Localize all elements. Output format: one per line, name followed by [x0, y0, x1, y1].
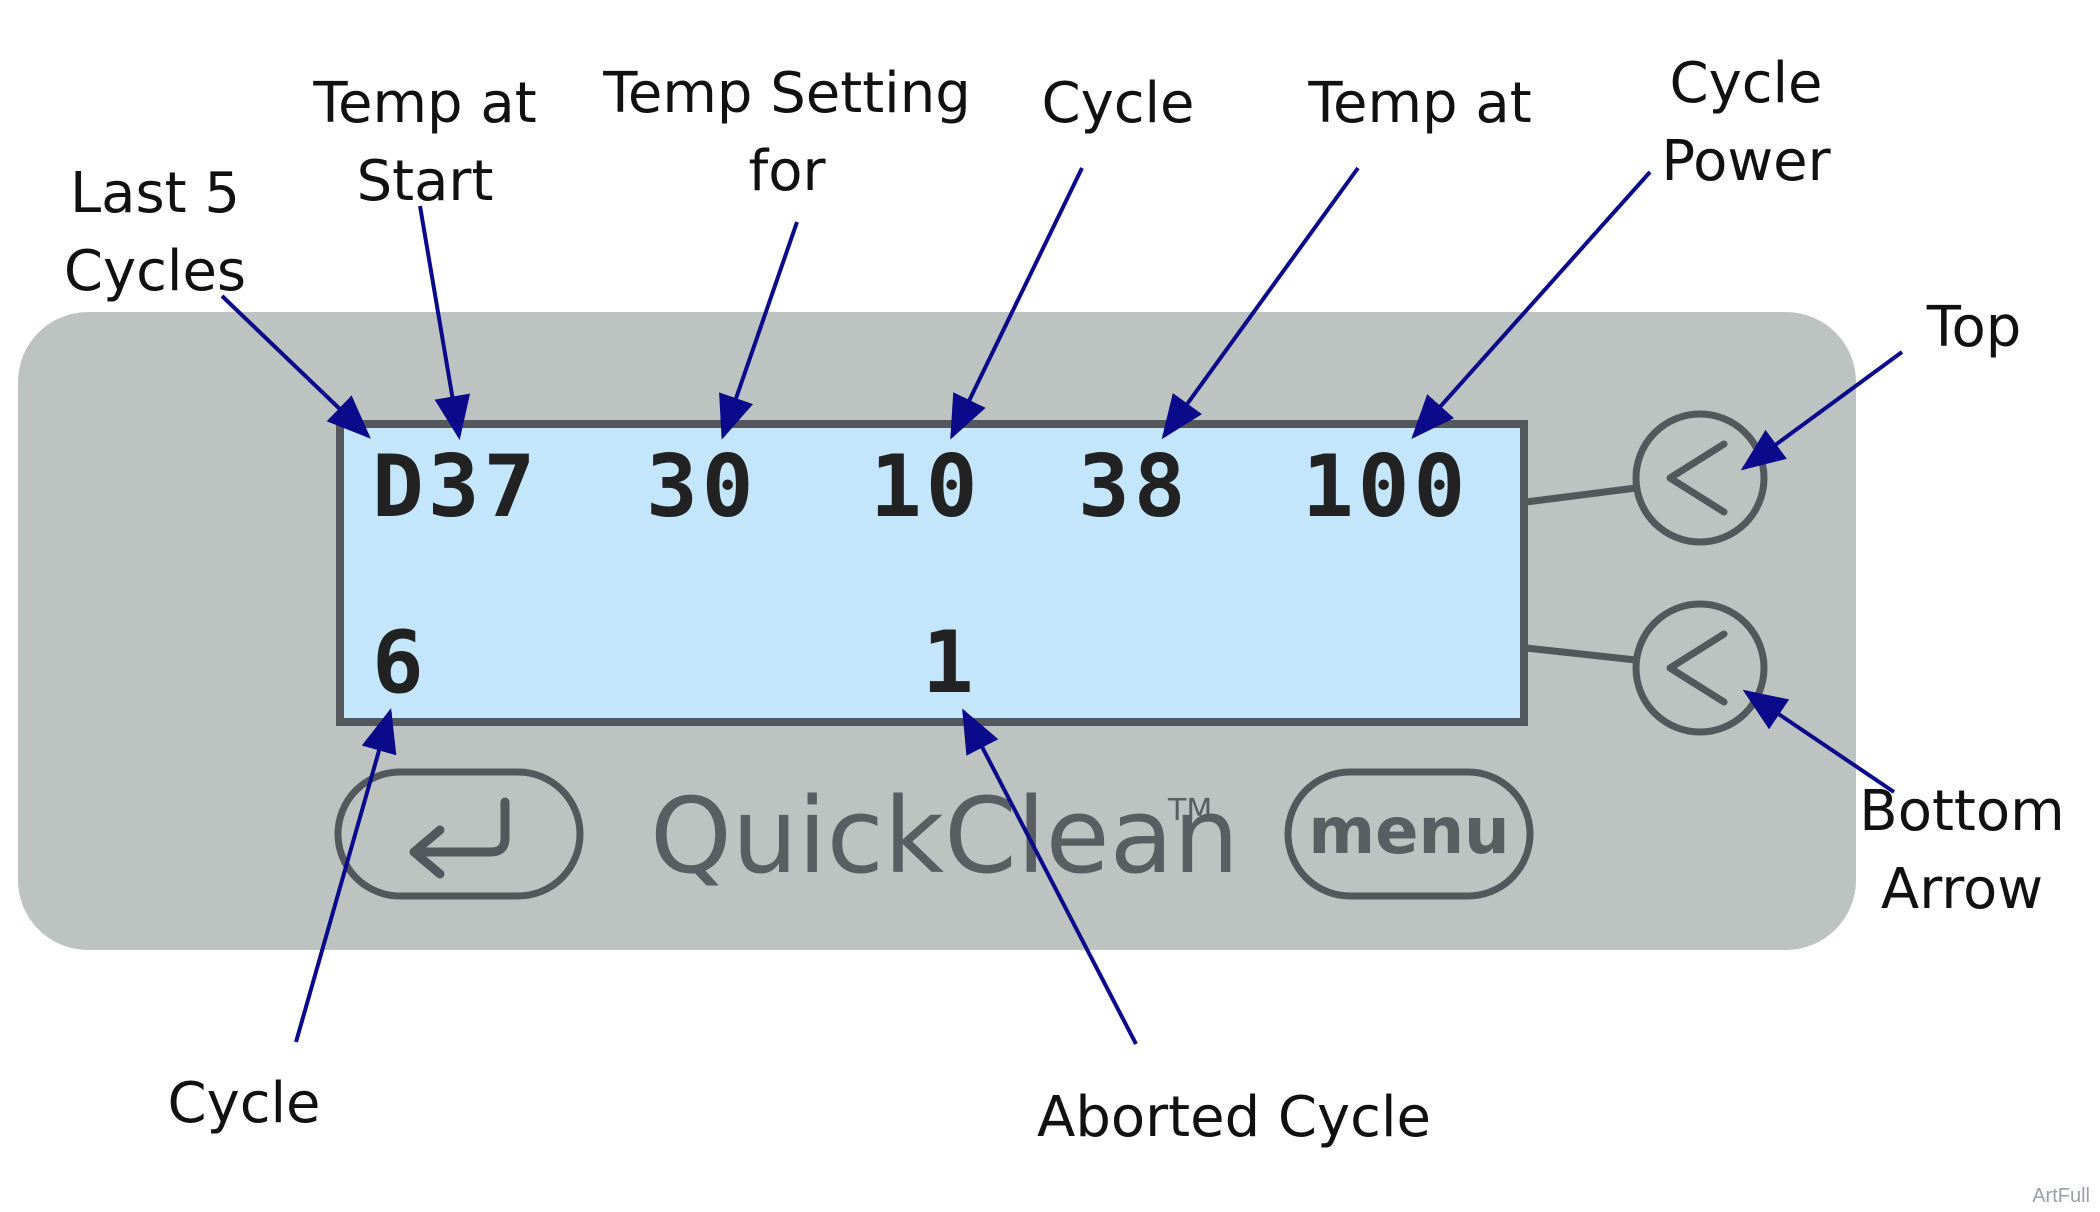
bottom-arrow-button[interactable]	[1632, 600, 1768, 736]
menu-button-label: menu	[1308, 795, 1509, 869]
leader-arrow-aborted-cycle	[962, 708, 1138, 1045]
callout-temp-start-line1: Temp at	[312, 71, 536, 136]
top-button-connector	[1525, 484, 1637, 506]
leader-arrow-cycle-power	[1411, 170, 1652, 439]
leader-arrow-cycle-top	[950, 167, 1084, 440]
lcd-value-aborted-cycle: 1	[922, 613, 978, 713]
leader-arrow-bottom	[1742, 689, 1896, 794]
leader-arrow-top	[1740, 350, 1904, 471]
leader-arrow-temp-start	[418, 205, 471, 440]
lcd-value-temp-start: 30	[646, 437, 758, 537]
callout-aborted-cycle: Aborted Cycle	[1037, 1085, 1431, 1150]
leader-arrow-temp-setting	[719, 221, 799, 440]
callout-cycle-power-line2: Power	[1661, 129, 1831, 194]
lcd-value-temp-setting: 10	[870, 437, 982, 537]
lcd-value-last-cycles: D37	[372, 437, 539, 537]
leader-arrow-cycle-bottom	[294, 708, 397, 1043]
callout-top: Top	[1926, 295, 2022, 360]
menu-button[interactable]: menu	[1284, 768, 1534, 900]
callout-cycle-power-line1: Cycle	[1669, 51, 1822, 116]
brand-logo-text: QuickClean	[650, 775, 1239, 897]
trademark-symbol: TM	[1167, 793, 1212, 828]
callout-bottom-arrow-line2: Arrow	[1881, 857, 2043, 922]
top-arrow-button[interactable]	[1632, 410, 1768, 546]
callout-last-cycles-line1: Last 5	[70, 161, 240, 226]
callout-last-cycles-line2: Cycles	[64, 239, 246, 304]
callout-temp-setting-line2: for	[749, 139, 827, 204]
chevron-left-icon	[1666, 630, 1728, 706]
callout-temp-at: Temp at	[1307, 71, 1531, 136]
callout-temp-start-line2: Start	[357, 149, 494, 214]
chevron-left-icon	[1666, 440, 1728, 516]
art-watermark: ArtFull	[2032, 1185, 2090, 1207]
callout-cycle-bottom: Cycle	[167, 1071, 320, 1136]
enter-button[interactable]	[334, 768, 584, 900]
lcd-value-cycle-power: 100	[1302, 437, 1469, 537]
return-arrow-icon	[409, 797, 510, 879]
lcd-value-cycle-count: 6	[372, 613, 428, 713]
leader-arrow-temp-at	[1161, 166, 1360, 440]
callout-cycle-top: Cycle	[1041, 71, 1194, 136]
callout-temp-setting-line1: Temp Setting	[602, 61, 971, 126]
leader-arrow-last-cycles	[220, 294, 371, 439]
bottom-button-connector	[1525, 644, 1637, 664]
lcd-display	[336, 420, 1528, 726]
lcd-value-cycle: 38	[1078, 437, 1190, 537]
